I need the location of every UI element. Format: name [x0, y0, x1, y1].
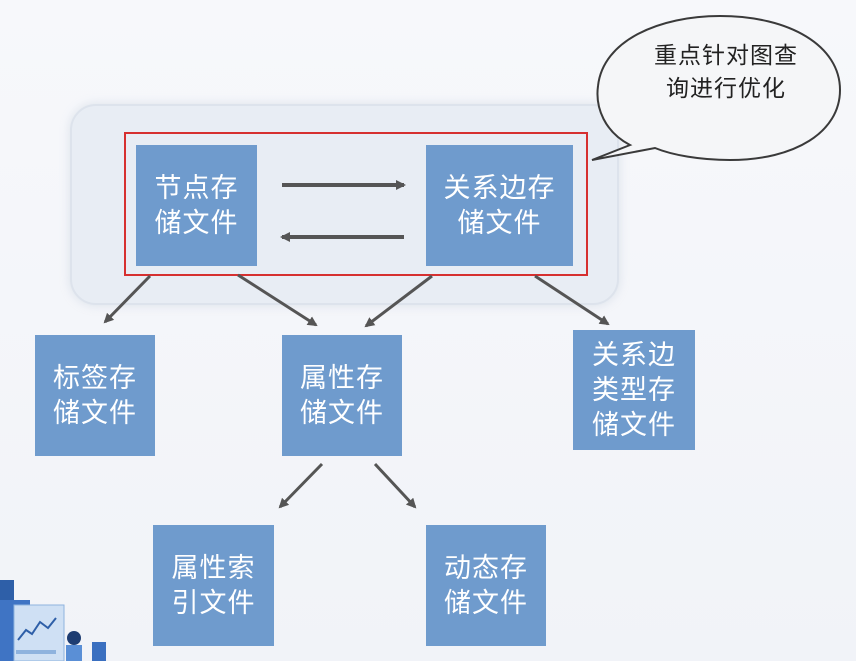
edge-type-storage-file-box: 关系边 类型存 储文件	[573, 330, 695, 450]
edge-type-storage-file-label-line-3: 储文件	[592, 409, 676, 441]
arrow-property-to-index	[278, 462, 324, 509]
edge-storage-file-box: 关系边存 储文件	[426, 145, 573, 266]
highlight-frame	[124, 132, 588, 276]
property-index-file-label-line-2: 引文件	[171, 587, 256, 619]
label-storage-file-label-line-1: 标签存	[53, 362, 137, 394]
edge-storage-file-label-line-2: 储文件	[457, 207, 542, 239]
edge-type-storage-file-label-line-1: 关系边	[592, 339, 676, 371]
edge-type-storage-file-label-line-2: 类型存	[592, 374, 676, 406]
property-index-file-label-line-1: 属性索	[171, 552, 256, 584]
property-storage-file-label-line-1: 属性存	[300, 362, 384, 394]
callout-text-line-2: 询进行优化	[666, 76, 786, 102]
dynamic-storage-file-box: 动态存 储文件	[426, 525, 546, 646]
dynamic-storage-file-label-line-2: 储文件	[444, 587, 528, 619]
arrow-property-to-dynamic	[373, 462, 417, 509]
label-storage-file-label-line-2: 储文件	[53, 397, 137, 429]
background-watermark	[780, 245, 856, 355]
edge-storage-file-label-line-1: 关系边存	[443, 172, 556, 204]
node-storage-file-label-line-2: 储文件	[154, 207, 239, 239]
node-storage-file-label-line-1: 节点存	[154, 172, 239, 204]
callout-text-line-1: 重点针对图查	[654, 43, 798, 69]
label-storage-file-box: 标签存 储文件	[35, 335, 155, 456]
decorative-illustration	[0, 580, 106, 661]
node-storage-file-box: 节点存 储文件	[136, 145, 257, 266]
property-storage-file-label-line-2: 储文件	[300, 397, 384, 429]
dynamic-storage-file-label-line-1: 动态存	[444, 552, 528, 584]
property-storage-file-box: 属性存 储文件	[282, 335, 402, 456]
callout-text: 重点针对图查 询进行优化	[626, 40, 826, 106]
property-index-file-box: 属性索 引文件	[153, 525, 274, 646]
